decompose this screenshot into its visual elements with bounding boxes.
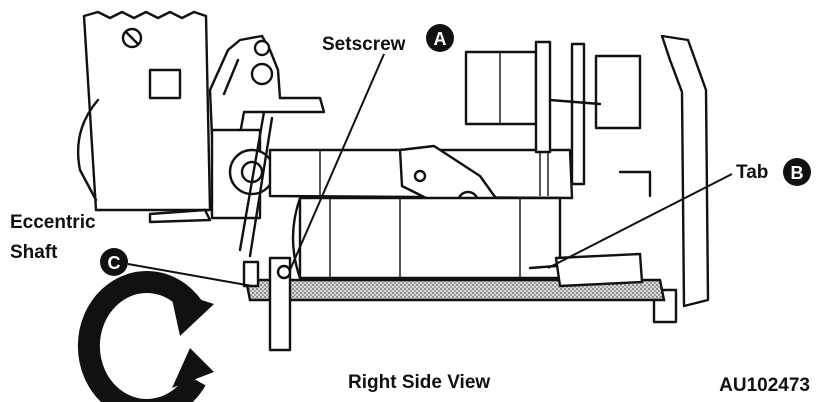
view-caption: Right Side View xyxy=(348,372,490,393)
setscrew-label: Setscrew xyxy=(322,34,406,55)
eccentric-shaft-label-line2: Shaft xyxy=(10,242,58,263)
tab-badge xyxy=(783,158,811,186)
upper-housing xyxy=(76,10,212,224)
tab-badge-letter: B xyxy=(791,163,804,183)
eccentric-wheel xyxy=(210,110,276,258)
tab-label: Tab xyxy=(736,162,768,183)
eccentric-shaft-label-line1: Eccentric xyxy=(10,212,96,233)
figure-id: AU102473 xyxy=(719,375,810,396)
clockwise-rotation-arrow-icon xyxy=(77,271,214,402)
upper-lever xyxy=(208,34,326,138)
upper-right-assembly xyxy=(464,40,642,186)
eccentric-shaft-badge xyxy=(100,248,128,276)
eccentric-shaft-badge-letter: C xyxy=(108,253,121,273)
setscrew-badge xyxy=(426,24,454,52)
stippled-shaft xyxy=(244,252,666,302)
setscrew-collar xyxy=(242,256,292,352)
center-housing xyxy=(291,196,562,280)
eccentric-shaft-leader-line xyxy=(127,263,253,287)
tab-leader-line xyxy=(547,173,733,269)
setscrew-leader-line xyxy=(289,53,385,271)
setscrew-badge-letter: A xyxy=(434,29,447,49)
